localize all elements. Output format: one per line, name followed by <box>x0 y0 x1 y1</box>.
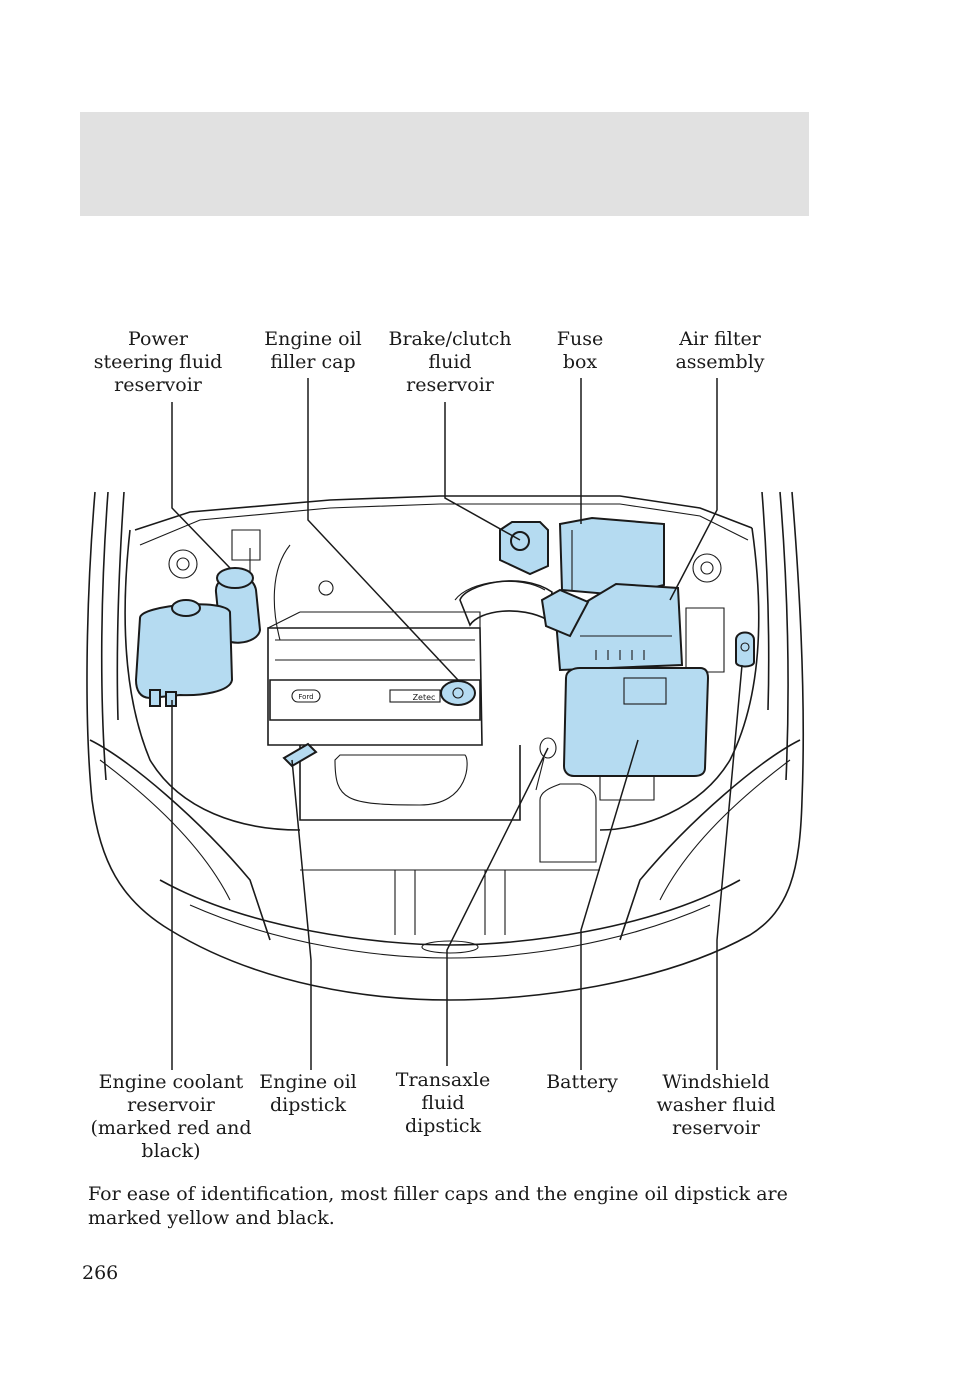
air-filter-part <box>540 582 684 672</box>
label-brake-clutch-reservoir: Brake/clutch fluid reservoir <box>388 328 512 396</box>
label-engine-oil-filler-cap: Engine oil filler cap <box>264 328 362 373</box>
oil-filler-cap-part <box>440 680 476 706</box>
identification-note: For ease of identification, most filler … <box>88 1183 788 1229</box>
page-number: 266 <box>82 1262 119 1284</box>
label-air-filter-assembly: Air filter assembly <box>675 328 765 373</box>
battery-part <box>562 667 710 801</box>
label-fuse-box: Fuse box <box>556 328 604 373</box>
label-engine-coolant-reservoir: Engine coolant reservoir (marked red and… <box>90 1071 252 1162</box>
leader-lines <box>171 378 743 1070</box>
header-band <box>80 112 809 216</box>
coolant-reservoir <box>134 599 234 707</box>
label-transaxle-fluid-dipstick: Transaxle fluid dipstick <box>395 1069 491 1137</box>
zetec-badge: Zetec <box>413 693 436 702</box>
transaxle-dipstick-part <box>535 737 557 791</box>
label-battery: Battery <box>546 1071 618 1093</box>
label-power-steering-reservoir: Power steering fluid reservoir <box>93 328 223 396</box>
body-outline <box>86 491 805 1001</box>
fuse-box-part <box>558 516 665 597</box>
label-windshield-washer-reservoir: Windshield washer fluid reservoir <box>656 1071 776 1139</box>
fluid-bottle <box>539 783 597 863</box>
label-engine-oil-dipstick: Engine oil dipstick <box>259 1071 357 1116</box>
ford-badge: Ford <box>298 693 313 701</box>
washer-reservoir-cap <box>735 631 755 668</box>
brake-clutch-reservoir <box>499 521 549 576</box>
